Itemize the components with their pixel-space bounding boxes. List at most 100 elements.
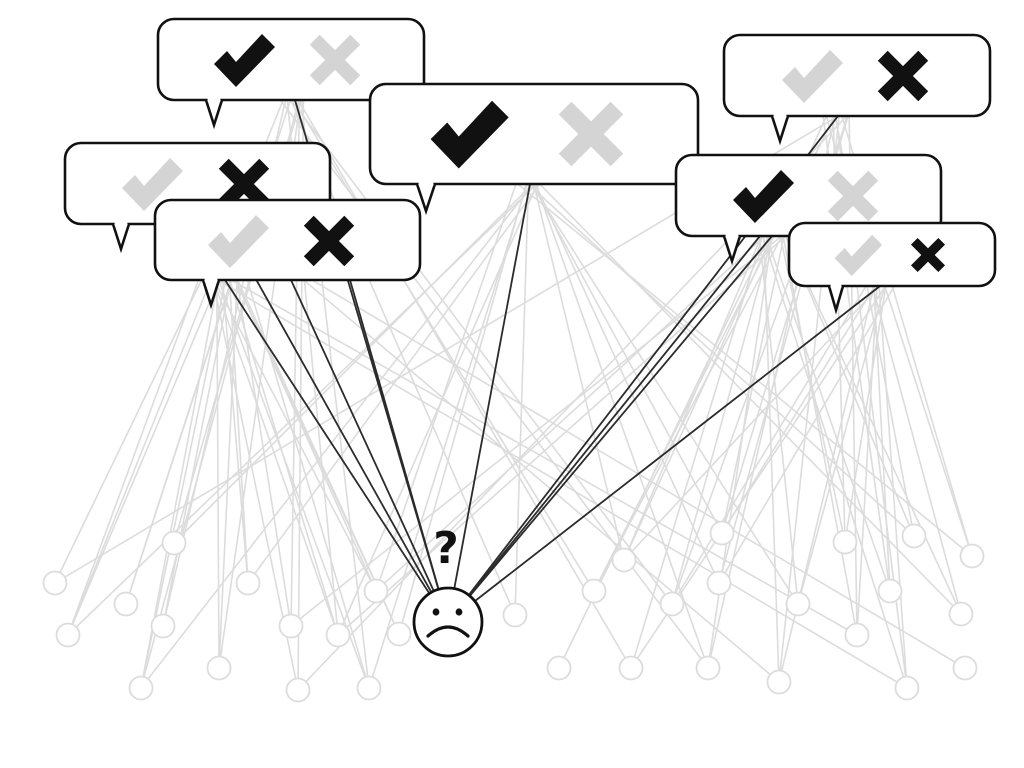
speech-bubble-tail-joint [830, 283, 842, 288]
network-edge [721, 285, 876, 534]
network-edge [67, 279, 220, 636]
network-edge [297, 99, 632, 669]
network-edge [236, 223, 780, 683]
network-edge [217, 279, 370, 689]
network-edge [162, 279, 232, 627]
network-edge [782, 235, 858, 636]
background-edges [54, 99, 973, 691]
network-edge [534, 183, 709, 669]
network-node [128, 675, 154, 701]
speech-bubble-body [153, 198, 422, 282]
network-edge [221, 279, 249, 584]
network-node [325, 622, 351, 648]
speech-bubble-body [787, 221, 997, 288]
speech-bubble-tail-joint [418, 181, 434, 186]
network-node [844, 622, 870, 648]
speech-bubble-tail [201, 279, 221, 310]
check-icon [834, 234, 883, 277]
network-edge [630, 235, 764, 669]
network-edge [779, 235, 846, 543]
speech-bubble-tail [111, 223, 131, 254]
network-edge [539, 183, 962, 615]
network-edge [671, 235, 774, 605]
network-edge [593, 235, 783, 592]
check-icon [430, 100, 509, 169]
cross-icon [910, 237, 946, 273]
network-edge [212, 279, 339, 636]
network-edge [217, 279, 908, 689]
opinion-bubble [674, 153, 943, 266]
network-edge [534, 183, 720, 584]
speech-bubble-tail [722, 235, 742, 266]
network-edge [227, 223, 292, 627]
network-edge [762, 235, 908, 689]
network-node [832, 529, 858, 555]
opinion-to-user-edge [224, 223, 433, 593]
network-edge [225, 223, 249, 584]
cross-icon [303, 215, 355, 267]
sad-face-icon [412, 586, 484, 658]
speech-bubble-tail [770, 115, 790, 146]
network-edge [718, 285, 896, 584]
cross-icon [309, 34, 361, 86]
network-edge [292, 99, 595, 592]
network-edge [883, 285, 973, 557]
speech-bubble-tail [415, 183, 437, 216]
opinion-bubble [153, 198, 422, 310]
network-node [206, 655, 232, 681]
network-node [618, 655, 644, 681]
opinion-to-user-edge [224, 279, 431, 595]
question-mark: ? [433, 523, 459, 574]
network-edge [290, 99, 673, 605]
speech-bubble-tail-joint [207, 97, 221, 102]
background-nodes [42, 520, 985, 703]
opinion-bubble [368, 82, 700, 216]
speech-bubble-tail-joint [773, 113, 787, 118]
network-edge [784, 235, 962, 615]
network-edge [623, 235, 763, 561]
opinion-to-user-edge [453, 183, 531, 589]
check-icon [733, 170, 794, 223]
network-edge [762, 235, 780, 683]
network-node [952, 655, 978, 681]
network-node [55, 622, 81, 648]
network-edge [67, 223, 220, 636]
network-node [659, 591, 685, 617]
network-edge [173, 183, 534, 544]
speech-bubble-body [722, 33, 992, 118]
network-edge [778, 285, 875, 683]
speech-bubble-tail-joint [114, 221, 128, 226]
network-edge [531, 183, 723, 534]
network-node [386, 621, 412, 647]
opinion-bubble [722, 33, 992, 146]
opinion-to-user-edge [469, 235, 773, 597]
network-edge [707, 235, 773, 669]
network-node [959, 543, 985, 569]
cross-icon [558, 101, 624, 167]
speech-bubble-tail [204, 99, 224, 130]
network-node [894, 675, 920, 701]
network-edge [230, 279, 858, 636]
check-icon [214, 34, 275, 87]
network-node [901, 523, 927, 549]
speech-bubble-body [368, 82, 700, 186]
opinion-to-user-edge [474, 285, 881, 602]
network-node [948, 601, 974, 627]
network-node [42, 570, 68, 596]
opinion-bubbles [63, 17, 997, 315]
check-icon [782, 50, 843, 103]
cross-icon [827, 170, 879, 222]
speech-bubble-tail [827, 285, 845, 315]
opinion-bubble [787, 221, 997, 315]
network-edge [514, 183, 530, 616]
network-node [363, 578, 389, 604]
network-edge [375, 183, 517, 592]
network-node [611, 547, 637, 573]
cross-icon [218, 158, 270, 210]
network-edge [527, 183, 915, 537]
network-edge [368, 183, 528, 689]
network-node [502, 602, 528, 628]
network-edge [517, 183, 973, 557]
opinion-to-user-edge [468, 235, 761, 597]
